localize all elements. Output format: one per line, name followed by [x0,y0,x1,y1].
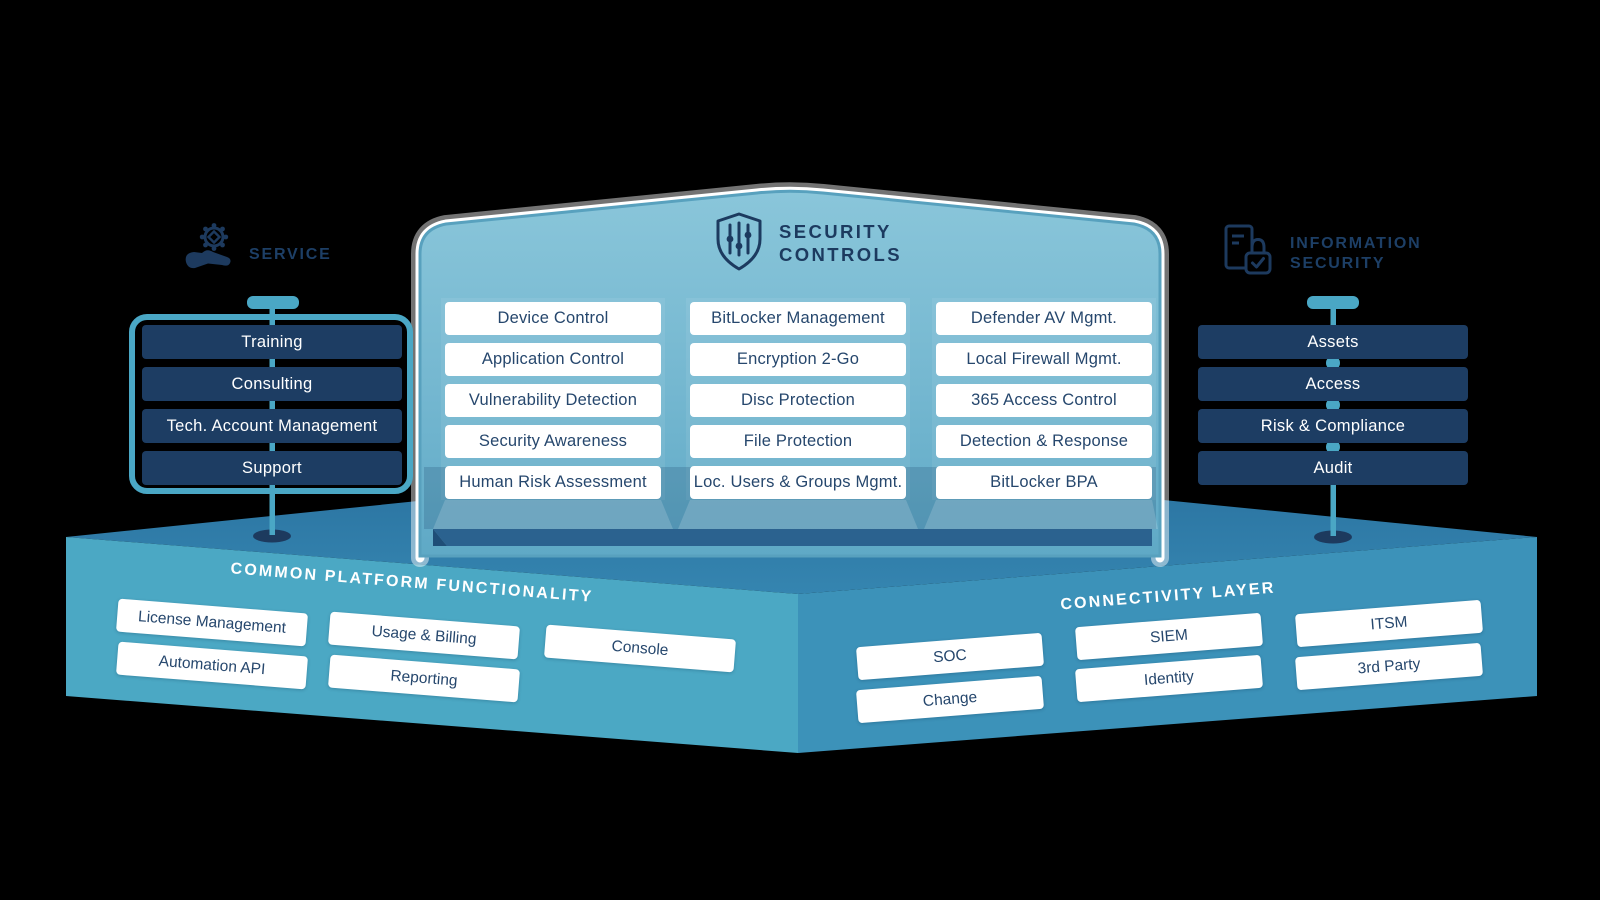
column-foot [433,500,673,529]
control-box-365-access-control: 365 Access Control [936,384,1152,417]
control-box-device-control: Device Control [445,302,661,335]
service-item-consulting: Consulting [142,367,402,401]
control-box-local-users-groups: Loc. Users & Groups Mgmt. [690,466,906,499]
service-label: SERVICE [249,246,332,263]
document-lock-icon [1224,224,1272,275]
service-connector-tbar [247,296,299,309]
service-item-support: Support [142,451,402,485]
infosec-connector-dot [1326,440,1340,454]
security-controls-title: SECURITY CONTROLS [779,220,902,266]
infosec-item-access: Access [1198,367,1468,401]
infosec-item-risk-compliance: Risk & Compliance [1198,409,1468,443]
control-box-human-risk-assessment: Human Risk Assessment [445,466,661,499]
service-item-training: Training [142,325,402,359]
control-box-encryption-2-go: Encryption 2-Go [690,343,906,376]
control-box-bitlocker-bpa: BitLocker BPA [936,466,1152,499]
control-box-detection-response: Detection & Response [936,425,1152,458]
control-box-bitlocker-management: BitLocker Management [690,302,906,335]
infosec-connector-tbar [1307,296,1359,309]
right-socket-hole [1314,530,1352,544]
service-item-tech-account-management: Tech. Account Management [142,409,402,443]
control-box-disc-protection: Disc Protection [690,384,906,417]
security-controls-title-line2: CONTROLS [779,244,903,265]
infosec-item-audit: Audit [1198,451,1468,485]
control-box-application-control: Application Control [445,343,661,376]
hand-gear-icon [185,223,231,269]
service-group-border [129,314,413,494]
security-controls-title-line1: SECURITY [779,221,892,242]
left-socket-hole [253,529,291,543]
control-box-defender-av: Defender AV Mgmt. [936,302,1152,335]
information-security-label: INFORMATION SECURITY [1290,234,1422,274]
platform-slot-shadow [433,529,447,546]
infosec-connector-dot [1326,398,1340,412]
shield-sliders-icon [716,212,762,271]
control-box-local-firewall: Local Firewall Mgmt. [936,343,1152,376]
platform-slot [433,529,1152,546]
infosec-connector-dot [1326,356,1340,370]
information-security-label-line2: SECURITY [1290,255,1386,272]
control-box-file-protection: File Protection [690,425,906,458]
infosec-item-assets: Assets [1198,325,1468,359]
control-box-security-awareness: Security Awareness [445,425,661,458]
column-foot [678,500,918,529]
column-foot [924,500,1158,529]
control-box-vulnerability-detection: Vulnerability Detection [445,384,661,417]
information-security-label-line1: INFORMATION [1290,235,1422,252]
